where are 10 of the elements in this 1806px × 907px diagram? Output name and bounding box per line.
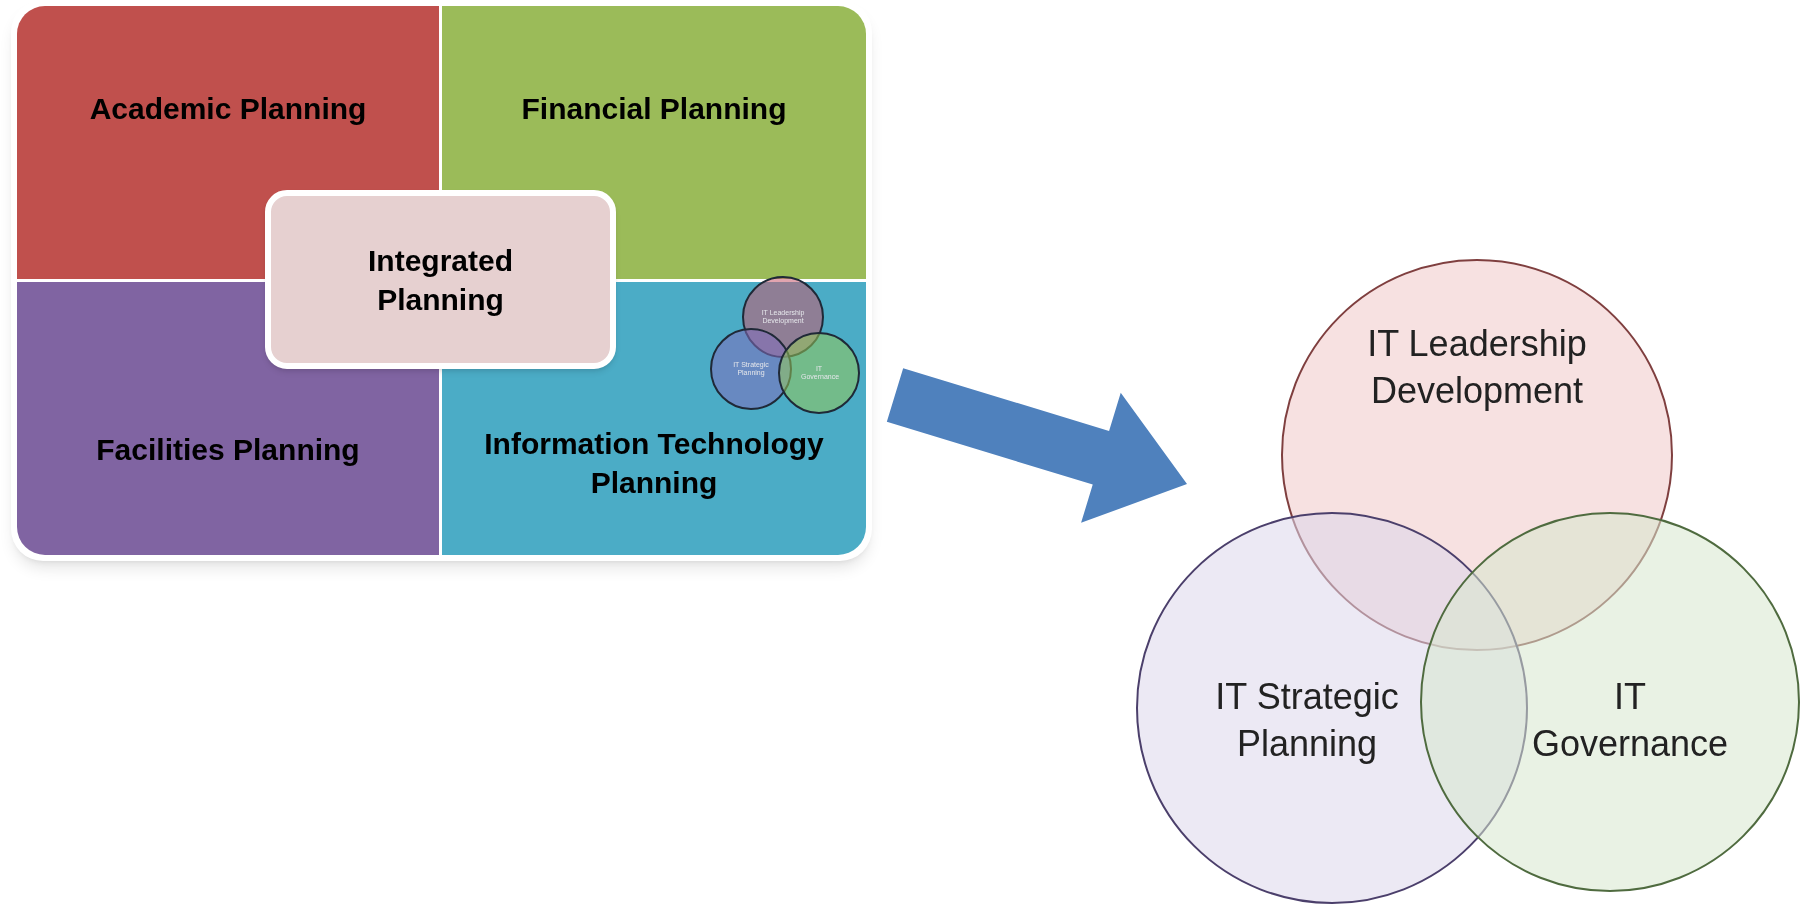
node-label: Facilities Planning: [96, 432, 360, 468]
node-label: Financial Planning: [521, 91, 787, 127]
node-label: Integrated Planning: [367, 242, 514, 318]
node-label: IT Governance: [1530, 675, 1730, 766]
node-label: IT Strategic Planning: [1214, 675, 1400, 766]
center-box: [265, 190, 616, 369]
node-label: Academic Planning: [89, 91, 367, 127]
block-arrow: [886, 368, 1187, 523]
node-label: Information Technology Planning: [484, 426, 824, 501]
node-label: IT Leadership Development: [1366, 322, 1588, 413]
